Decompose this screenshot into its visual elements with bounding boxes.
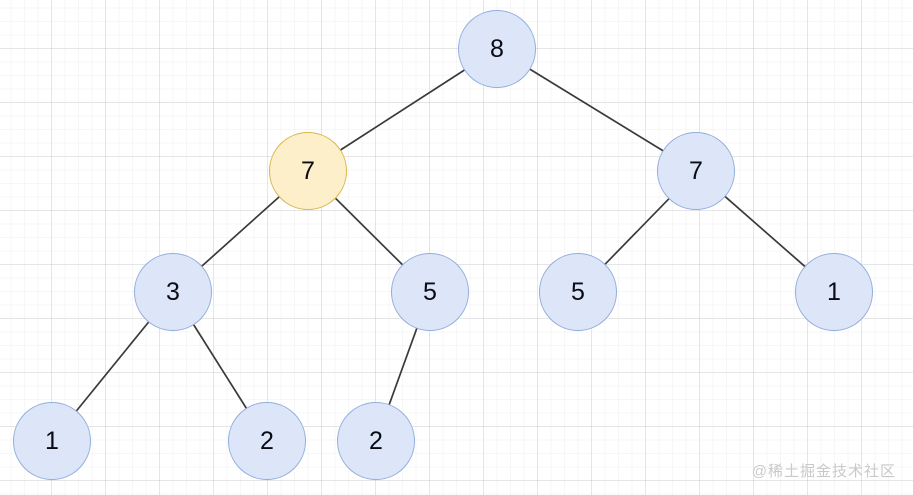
tree-node-n1[interactable]: 7 (269, 132, 347, 210)
tree-node-label: 1 (45, 426, 59, 455)
tree-node-n7[interactable]: 1 (13, 402, 91, 480)
tree-edge (334, 196, 404, 267)
tree-node-n2[interactable]: 7 (657, 132, 735, 210)
tree-node-n9[interactable]: 2 (337, 402, 415, 480)
tree-edge (528, 68, 665, 152)
tree-node-label: 2 (260, 426, 274, 455)
tree-node-label: 5 (423, 277, 437, 306)
tree-node-label: 8 (490, 34, 504, 63)
tree-node-label: 5 (571, 277, 585, 306)
tree-node-label: 2 (369, 426, 383, 455)
tree-node-n0[interactable]: 8 (458, 10, 536, 88)
tree-node-label: 3 (166, 277, 180, 306)
tree-node-n5[interactable]: 5 (539, 253, 617, 331)
tree-node-n4[interactable]: 5 (391, 253, 469, 331)
tree-edge (339, 68, 466, 152)
tree-node-label: 1 (827, 277, 841, 306)
tree-edge (75, 320, 150, 413)
tree-node-n8[interactable]: 2 (228, 402, 306, 480)
watermark: @稀土掘金技术社区 (751, 463, 896, 480)
tree-node-n6[interactable]: 1 (795, 253, 873, 331)
tree-node-label: 7 (301, 156, 315, 185)
tree-edge (603, 197, 671, 266)
tree-edge (192, 323, 248, 410)
tree-edge (723, 195, 807, 268)
tree-edge (200, 195, 281, 268)
tree-edge (388, 326, 418, 407)
tree-node-n3[interactable]: 3 (134, 253, 212, 331)
tree-node-label: 7 (689, 156, 703, 185)
